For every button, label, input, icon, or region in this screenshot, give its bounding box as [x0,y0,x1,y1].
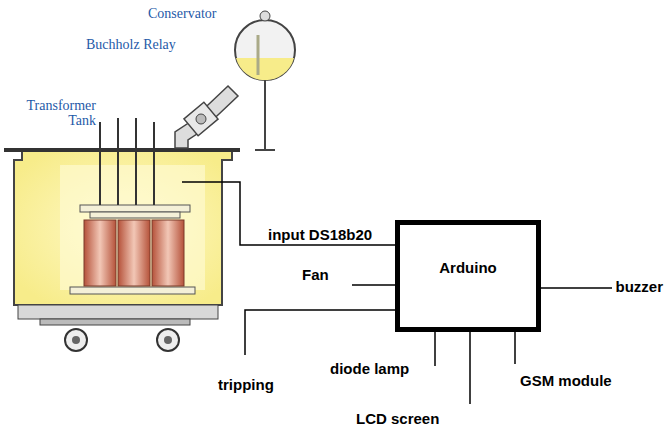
controller-box: Arduino [395,220,541,332]
signal-wire [182,182,612,404]
signal-label: diode lamp [330,360,409,377]
buchholz-relay [175,86,238,148]
signal-label: tripping [218,376,274,393]
signal-label: GSM module [520,372,612,389]
part-label: Conservator [148,6,216,22]
part-label: Transformer Tank [4,98,96,129]
signal-label: input DS18b20 [268,226,372,243]
signal-label: LCD screen [356,410,439,427]
signal-label: buzzer [615,278,663,295]
signal-label: Fan [302,266,329,283]
conservator [235,11,295,150]
node-title: Arduino [439,259,497,276]
transformer-tank [4,118,240,351]
part-label: Buchholz Relay [86,37,176,53]
